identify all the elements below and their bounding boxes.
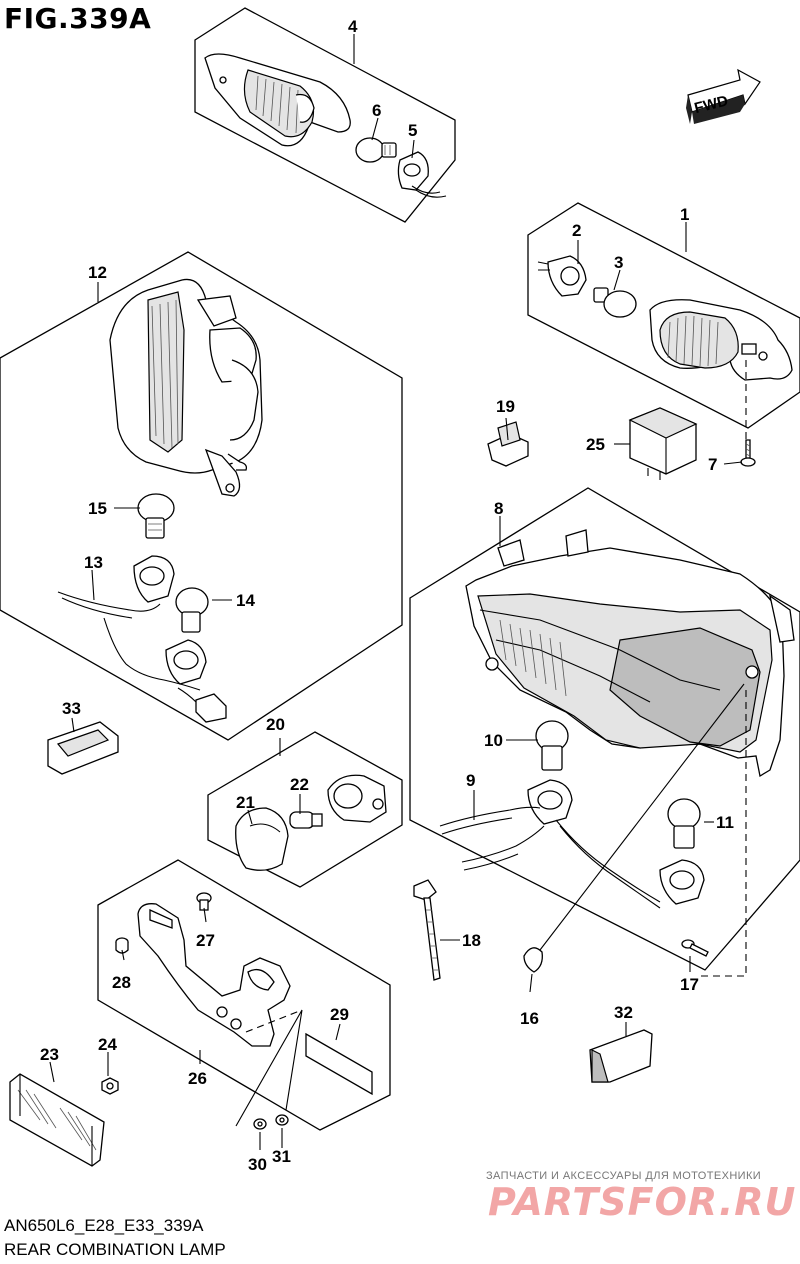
callout-3: 3 xyxy=(614,253,623,272)
reflector-23 xyxy=(9,1073,105,1167)
socket-2 xyxy=(537,255,587,297)
fwd-arrow-icon: FWD xyxy=(686,68,761,124)
group-outline-12 xyxy=(0,251,403,741)
callout-8: 8 xyxy=(494,499,503,518)
callout-29: 29 xyxy=(330,1005,349,1024)
wire-9 xyxy=(439,806,661,909)
callout-17: 17 xyxy=(680,975,699,994)
socket-13 xyxy=(133,555,175,603)
socket-14 xyxy=(165,639,207,685)
leader-line-30 xyxy=(235,1009,303,1127)
leader-dashed-26 xyxy=(245,1009,303,1033)
callout-23: 23 xyxy=(40,1045,59,1064)
cable-tie-18 xyxy=(413,879,441,981)
pad-33 xyxy=(47,721,119,775)
callout-4: 4 xyxy=(348,17,358,36)
callout-21: 21 xyxy=(236,793,255,812)
wire-13 xyxy=(57,591,201,691)
grommet-28 xyxy=(115,937,129,954)
bulb-6 xyxy=(355,137,397,163)
callout-11: 11 xyxy=(716,813,734,832)
cushion-16 xyxy=(523,947,543,973)
screw-17 xyxy=(681,939,709,957)
callout-12: 12 xyxy=(88,263,107,282)
callout-15: 15 xyxy=(88,499,107,518)
group-outline-26 xyxy=(97,859,391,1131)
nut-24 xyxy=(101,1077,119,1095)
callout-7: 7 xyxy=(708,455,717,474)
group-outline-8 xyxy=(409,487,800,971)
callout-13: 13 xyxy=(84,553,103,572)
label-29 xyxy=(305,1032,373,1096)
socket-20 xyxy=(327,774,387,823)
callout-25: 25 xyxy=(586,435,605,454)
screw-7 xyxy=(740,439,756,467)
diagram-description: REAR COMBINATION LAMP xyxy=(4,1240,226,1259)
bolt-27 xyxy=(196,892,212,911)
bulb-11 xyxy=(667,798,701,849)
callout-33: 33 xyxy=(62,699,81,718)
bulb-22 xyxy=(289,811,323,829)
callout-2: 2 xyxy=(572,221,581,240)
turn-signal-lamp-front xyxy=(204,53,351,147)
bulb-3 xyxy=(593,287,637,318)
bracket-19 xyxy=(487,421,529,467)
callout-leaders xyxy=(49,34,743,1150)
callout-9: 9 xyxy=(466,771,475,790)
callout-32: 32 xyxy=(614,1003,633,1022)
license-bracket-26 xyxy=(137,903,291,1047)
group-outline-1 xyxy=(527,202,800,429)
model-code: AN650L6_E28_E33_339A xyxy=(4,1216,204,1235)
group-outline-4 xyxy=(194,7,456,223)
callout-20: 20 xyxy=(266,715,285,734)
bulb-15 xyxy=(137,493,175,539)
callout-1: 1 xyxy=(680,205,689,224)
callout-19: 19 xyxy=(496,397,515,416)
callout-28: 28 xyxy=(112,973,131,992)
callout-6: 6 xyxy=(372,101,381,120)
lens-21 xyxy=(235,807,289,871)
socket-5 xyxy=(397,151,447,198)
callout-31: 31 xyxy=(272,1147,291,1166)
group-outline-20 xyxy=(207,731,403,888)
relay-25 xyxy=(628,407,698,480)
bulb-14 xyxy=(175,587,209,633)
connector-13 xyxy=(177,687,227,723)
callout-26: 26 xyxy=(188,1069,207,1088)
callout-5: 5 xyxy=(408,121,417,140)
callout-27: 27 xyxy=(196,931,215,950)
pad-32 xyxy=(589,1029,653,1083)
socket-11 xyxy=(659,859,705,905)
watermark-logo: PARTSFOR.RU xyxy=(488,1180,797,1224)
tail-lamp-housing-8 xyxy=(465,529,795,778)
turn-signal-lamp-rear xyxy=(649,299,793,381)
callout-16: 16 xyxy=(520,1009,539,1028)
callout-22: 22 xyxy=(290,775,309,794)
bulb-10 xyxy=(535,720,569,771)
nut-31 xyxy=(275,1114,289,1126)
callout-14: 14 xyxy=(236,591,255,610)
watermark-tagline: ЗАПЧАСТИ И АКСЕССУАРЫ ДЛЯ МОТОТЕХНИКИ xyxy=(486,1170,762,1182)
figure-title: FIG.339A xyxy=(4,2,152,35)
callout-numbers: 1 2 3 4 5 6 7 8 9 10 11 12 13 14 15 16 1… xyxy=(40,17,734,1174)
callout-24: 24 xyxy=(98,1035,117,1054)
socket-10 xyxy=(527,779,573,825)
callout-30: 30 xyxy=(248,1155,267,1174)
callout-18: 18 xyxy=(462,931,481,950)
washer-30 xyxy=(253,1118,267,1130)
callout-10: 10 xyxy=(484,731,503,750)
leader-dashed-8 xyxy=(700,690,747,977)
leader-line-16 xyxy=(539,683,745,951)
tail-lamp-housing-12 xyxy=(109,278,263,497)
